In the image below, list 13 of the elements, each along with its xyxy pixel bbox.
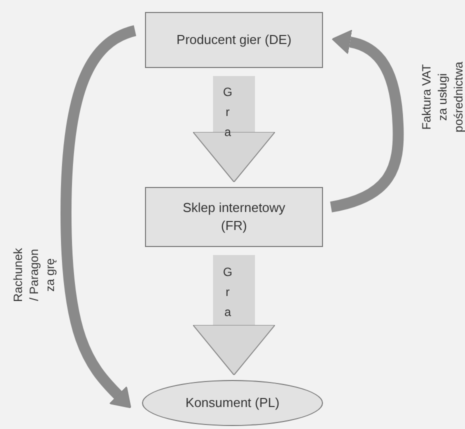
arrow xyxy=(192,255,276,376)
arrow xyxy=(60,25,137,408)
arrow xyxy=(192,76,276,182)
node-label: Konsument (PL) xyxy=(184,394,280,412)
edge-label: Gra xyxy=(223,264,232,321)
arrow xyxy=(330,30,404,212)
process-box xyxy=(145,12,323,68)
edge-label: Gra xyxy=(223,84,232,141)
edge-label: Faktura VAT za usługi pośrednictwa xyxy=(418,62,465,132)
process-box xyxy=(145,187,323,247)
node-label: Sklep internetowy (FR) xyxy=(182,199,286,235)
node-label: Producent gier (DE) xyxy=(176,31,292,49)
edge-label: Rachunek / Paragon za grę xyxy=(10,248,58,302)
